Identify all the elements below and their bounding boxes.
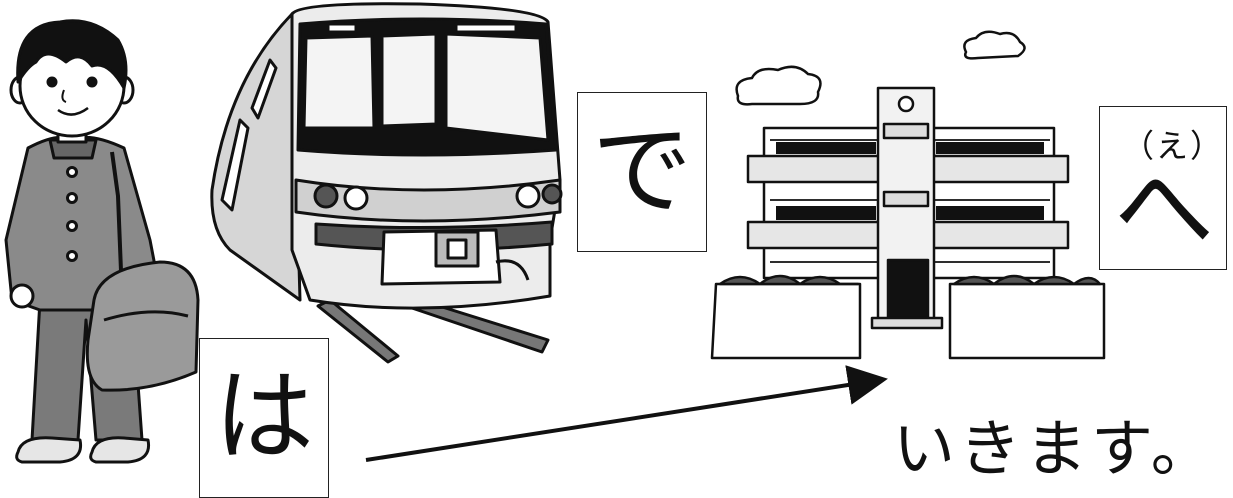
particle-card-ha: は — [199, 338, 329, 498]
particle-ha-label: は — [214, 367, 314, 467]
particle-card-he: （え） へ — [1099, 106, 1227, 270]
school-building-icon — [712, 88, 1104, 358]
particle-card-de: で — [577, 92, 707, 252]
particle-de-label: で — [592, 121, 692, 221]
direction-arrow-icon — [366, 380, 880, 460]
student-boy-icon — [6, 21, 198, 462]
particle-he-label: へ — [1114, 159, 1214, 259]
train-icon — [212, 4, 561, 362]
sentence-ending-text: いきます。 — [893, 418, 1217, 480]
